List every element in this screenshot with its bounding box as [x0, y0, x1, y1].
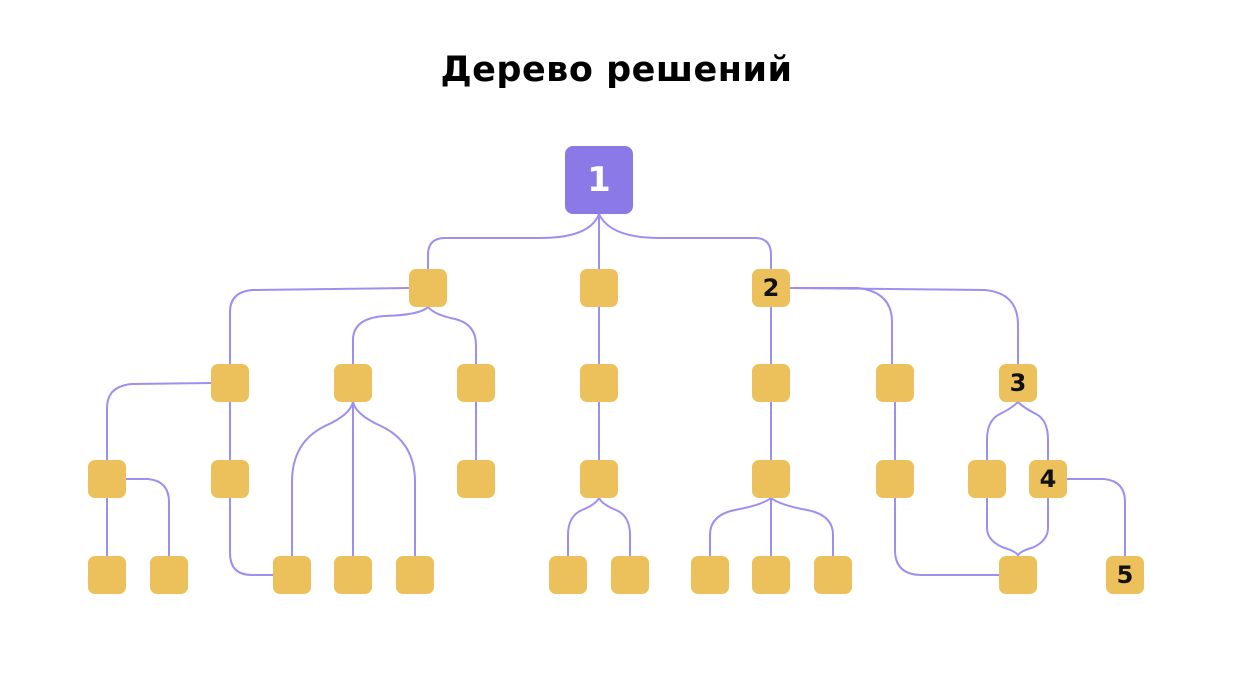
- edge: [1017, 401, 1049, 460]
- edge: [598, 497, 631, 556]
- edge: [1067, 478, 1126, 556]
- tree-node: [876, 364, 914, 402]
- diagram-title: Дерево решений: [440, 50, 793, 90]
- tree-node: [580, 460, 618, 498]
- tree-node: [752, 556, 790, 594]
- edge: [352, 306, 429, 364]
- edge: [229, 287, 410, 364]
- edge: [229, 498, 273, 576]
- tree-node: [457, 364, 495, 402]
- tree-node: [814, 556, 852, 594]
- edge: [427, 213, 600, 269]
- tree-node: [999, 556, 1037, 594]
- tree-node: [876, 460, 914, 498]
- edge: [427, 306, 477, 364]
- tree-node: [691, 556, 729, 594]
- edge: [790, 287, 893, 364]
- tree-node: [88, 460, 126, 498]
- edge: [894, 498, 999, 576]
- tree-node-3: 3: [999, 364, 1037, 402]
- tree-node: [211, 364, 249, 402]
- tree-node: [396, 556, 434, 594]
- tree-node: [752, 460, 790, 498]
- edge: [709, 497, 772, 556]
- edge: [598, 213, 772, 269]
- edge: [986, 498, 1019, 557]
- tree-node: [334, 556, 372, 594]
- tree-node-2: 2: [752, 269, 790, 307]
- tree-node: [968, 460, 1006, 498]
- edge: [106, 382, 212, 460]
- tree-node: [150, 556, 188, 594]
- edge: [352, 401, 416, 556]
- root-node: 1: [565, 146, 633, 214]
- edge: [126, 478, 170, 556]
- tree-node: [409, 269, 447, 307]
- edge: [986, 401, 1019, 460]
- edge: [291, 401, 354, 556]
- edge: [567, 497, 600, 556]
- edge: [770, 497, 834, 556]
- edge: [1017, 498, 1049, 557]
- edge: [789, 287, 1019, 364]
- tree-node: [273, 556, 311, 594]
- tree-node: [88, 556, 126, 594]
- tree-node: [211, 460, 249, 498]
- tree-node: [549, 556, 587, 594]
- tree-node-4: 4: [1029, 460, 1067, 498]
- tree-node: [580, 364, 618, 402]
- tree-node: [580, 269, 618, 307]
- tree-node: [752, 364, 790, 402]
- tree-node: [457, 460, 495, 498]
- tree-node-5: 5: [1106, 556, 1144, 594]
- tree-node: [611, 556, 649, 594]
- tree-node: [334, 364, 372, 402]
